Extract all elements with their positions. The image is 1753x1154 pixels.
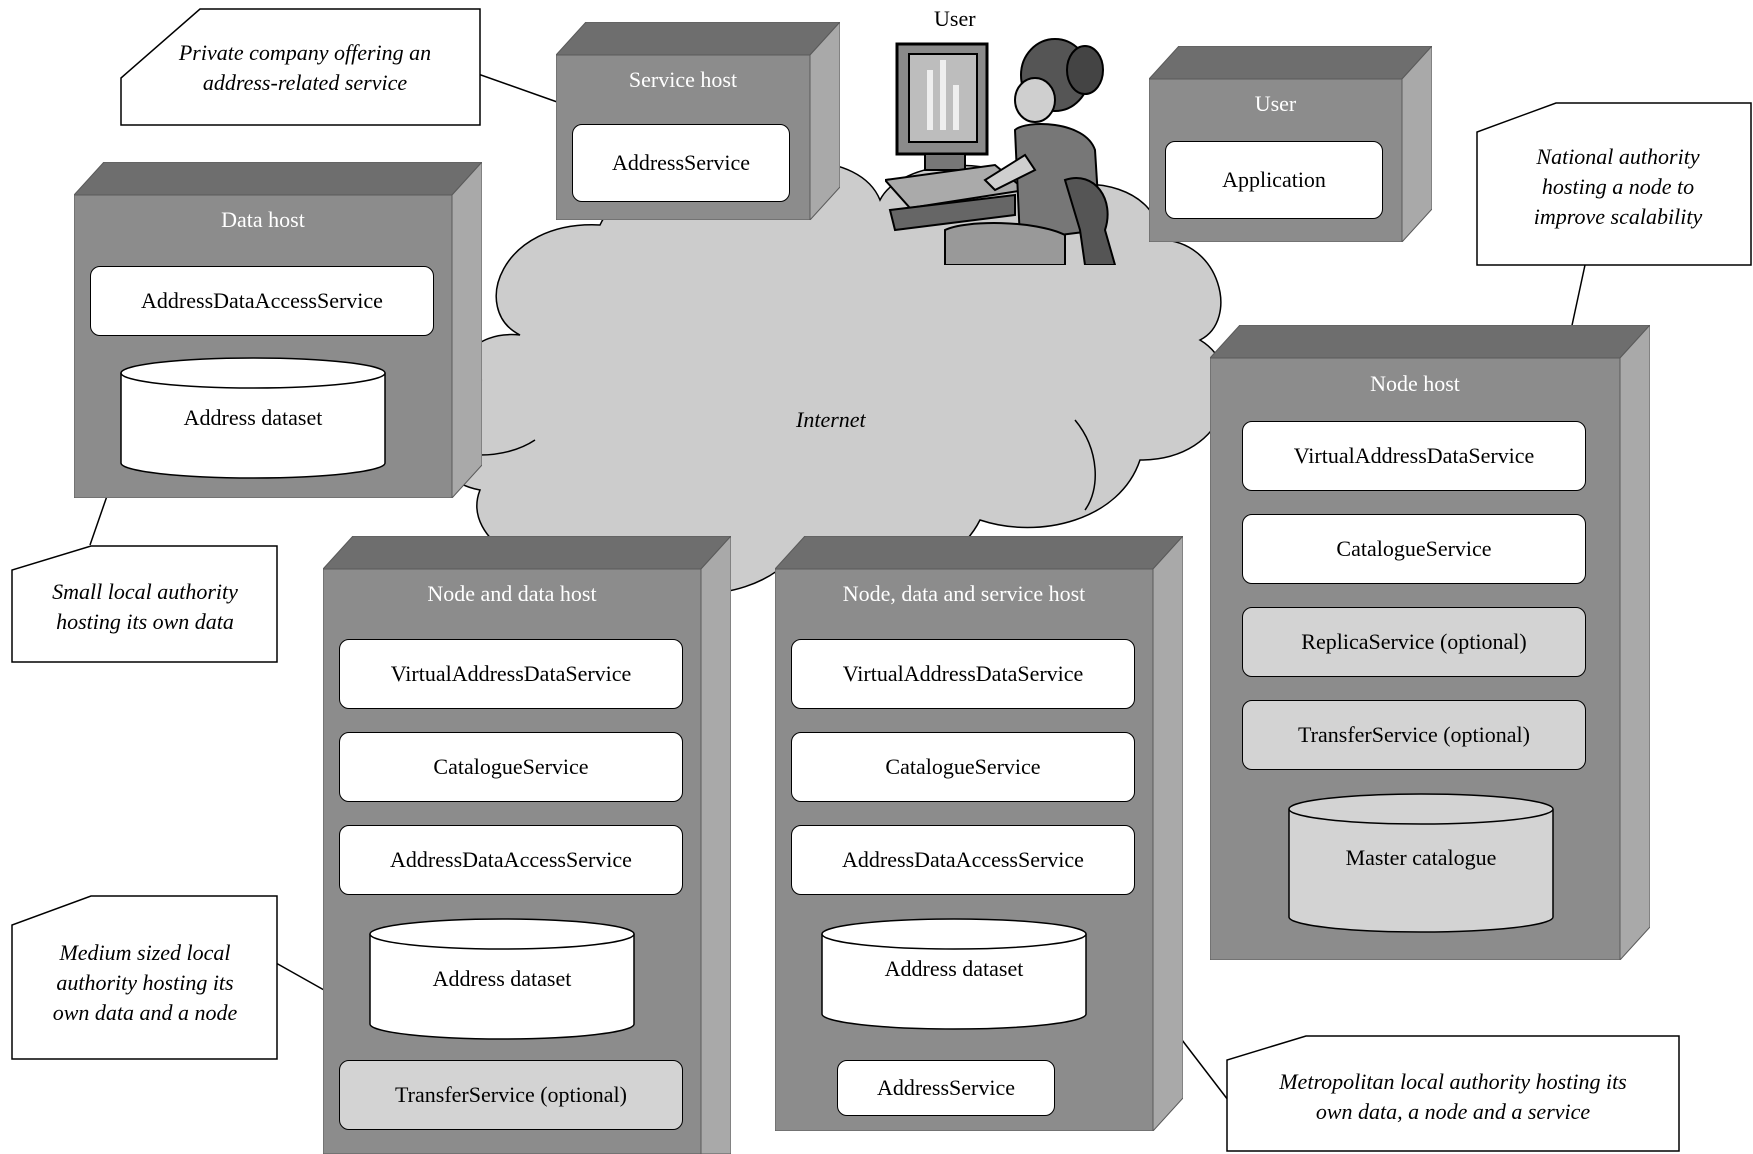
address-dataset-cylinder: Address dataset — [369, 918, 635, 1040]
cylinder-shape — [821, 918, 1087, 1030]
cylinder-shape — [1288, 793, 1554, 933]
address-data-access-service-box: AddressDataAccessService — [90, 266, 434, 336]
address-dataset-cylinder: Address dataset — [821, 918, 1087, 1030]
note-line: authority hosting its — [56, 969, 234, 995]
dataset-label: Address dataset — [183, 405, 323, 430]
note-line: Small local authority — [52, 579, 238, 604]
note-line: improve scalability — [1533, 204, 1703, 229]
connector-national-authority — [1570, 264, 1586, 331]
host-title: User — [1254, 91, 1297, 116]
host-title: Node, data and service host — [842, 581, 1086, 606]
dataset-label: Master catalogue — [1345, 845, 1497, 870]
note-private-company: Private company offering an address-rela… — [120, 8, 481, 126]
address-service-box: AddressService — [837, 1060, 1055, 1116]
note-line: Medium sized local — [59, 939, 231, 965]
virtual-address-data-service-box: VirtualAddressDataService — [1242, 421, 1586, 491]
cylinder-shape — [369, 918, 635, 1040]
data-host: Data host AddressDataAccessService Addre… — [74, 162, 482, 498]
node-host: Node host VirtualAddressDataService Cata… — [1210, 325, 1650, 960]
host-title: Node host — [1370, 371, 1460, 396]
note-line: hosting its own data — [56, 609, 234, 634]
connector-medium-local — [275, 962, 325, 991]
note-shape — [1226, 1035, 1680, 1152]
address-data-access-service-box: AddressDataAccessService — [339, 825, 683, 895]
note-text: Small local authority hosting its own da… — [52, 577, 238, 637]
note-text: Private company offering an address-rela… — [179, 38, 431, 98]
service-host: Service host AddressService — [556, 22, 840, 220]
note-line: own data and a node — [52, 999, 238, 1025]
node-data-and-service-host: Node, data and service host VirtualAddre… — [775, 536, 1183, 1131]
user-at-computer-icon — [885, 38, 1117, 265]
cylinder-shape — [120, 357, 386, 479]
node-and-data-host: Node and data host VirtualAddressDataSer… — [323, 536, 731, 1154]
note-national-authority: National authority hosting a node to imp… — [1476, 102, 1752, 266]
note-text: Metropolitan local authority hosting its… — [1279, 1067, 1627, 1127]
note-line: Metropolitan local authority hosting its — [1279, 1069, 1627, 1094]
catalogue-service-box: CatalogueService — [339, 732, 683, 802]
connector-small-local — [89, 495, 108, 546]
host-title: Service host — [628, 67, 738, 92]
dataset-label: Address dataset — [432, 966, 572, 991]
note-text: National authority hosting a node to imp… — [1534, 142, 1702, 232]
catalogue-service-box: CatalogueService — [791, 732, 1135, 802]
application-box: Application — [1165, 141, 1383, 219]
user-person-label: User — [934, 6, 976, 31]
note-line: address-related service — [202, 70, 408, 95]
host-title: Node and data host — [427, 581, 597, 606]
dataset-label: Address dataset — [884, 956, 1024, 981]
replica-service-box: ReplicaService (optional) — [1242, 607, 1586, 677]
note-line: hosting a node to — [1541, 174, 1695, 199]
note-line: Private company offering an — [178, 40, 432, 65]
transfer-service-box: TransferService (optional) — [1242, 700, 1586, 770]
user-host: User Application — [1149, 46, 1432, 242]
address-dataset-cylinder: Address dataset — [120, 357, 386, 479]
virtual-address-data-service-box: VirtualAddressDataService — [339, 639, 683, 709]
note-shape — [120, 8, 481, 126]
note-shape — [11, 895, 278, 1060]
note-text: Medium sized local authority hosting its… — [53, 938, 238, 1028]
note-line: National authority — [1536, 144, 1700, 169]
virtual-address-data-service-box: VirtualAddressDataService — [791, 639, 1135, 709]
note-medium-local-authority: Medium sized local authority hosting its… — [11, 895, 278, 1060]
internet-label: Internet — [796, 407, 866, 432]
note-line: own data, a node and a service — [1315, 1099, 1591, 1124]
note-shape — [11, 545, 278, 663]
note-small-local-authority: Small local authority hosting its own da… — [11, 545, 278, 663]
host-title: Data host — [221, 207, 305, 232]
transfer-service-box: TransferService (optional) — [339, 1060, 683, 1130]
address-service-box: AddressService — [572, 124, 790, 202]
address-data-access-service-box: AddressDataAccessService — [791, 825, 1135, 895]
master-catalogue-cylinder: Master catalogue — [1288, 793, 1554, 933]
catalogue-service-box: CatalogueService — [1242, 514, 1586, 584]
connector-metropolitan — [1181, 1039, 1229, 1101]
note-metropolitan-authority: Metropolitan local authority hosting its… — [1226, 1035, 1680, 1152]
note-shape — [1476, 102, 1752, 266]
